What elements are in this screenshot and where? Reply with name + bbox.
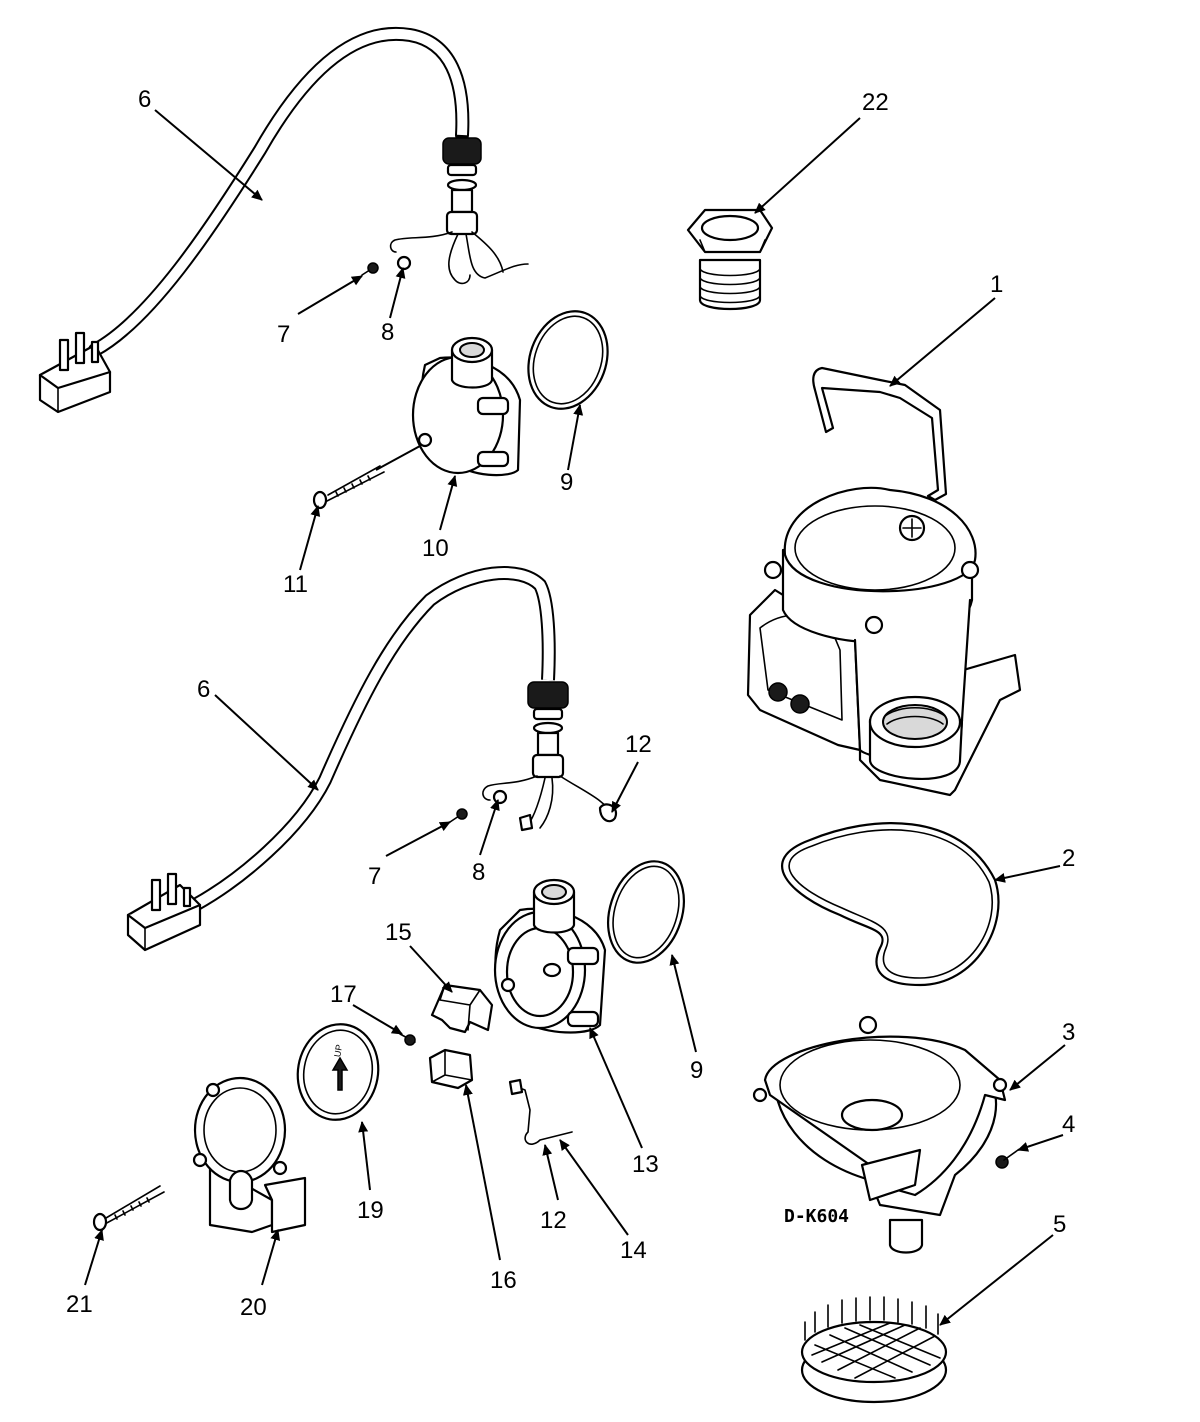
- callout-21: 21: [66, 1291, 93, 1318]
- screw-switch: [399, 1033, 416, 1046]
- intake-screen: [800, 1296, 948, 1404]
- handle: [812, 366, 948, 502]
- callout-9-lower: 9: [690, 1057, 703, 1084]
- screw-base: [995, 1149, 1019, 1169]
- o-ring-lower: [607, 860, 685, 964]
- callout-14: 14: [620, 1237, 647, 1264]
- base-volute: [752, 1015, 1008, 1254]
- callout-8-upper: 8: [381, 319, 394, 346]
- callout-22: 22: [862, 89, 889, 116]
- pump-motor-housing: [746, 486, 1022, 797]
- callout-17: 17: [330, 981, 357, 1008]
- screw-lower: [449, 808, 468, 823]
- switch-bracket: [430, 983, 494, 1034]
- diaphragm: UP: [296, 1023, 380, 1121]
- callout-1: 1: [990, 271, 1003, 298]
- leader-lines: [84, 109, 1066, 1326]
- gasket-large: [781, 822, 1000, 987]
- bushing-fitting: [686, 208, 774, 311]
- callout-6-lower: 6: [197, 676, 210, 703]
- long-screw-upper: [312, 465, 385, 510]
- callout-20: 20: [240, 1294, 267, 1321]
- o-ring-upper: [527, 310, 609, 410]
- callout-2: 2: [1062, 845, 1075, 872]
- callout-12-upper: 12: [625, 731, 652, 758]
- callout-7-lower: 7: [368, 863, 381, 890]
- lead-wire: [508, 1078, 573, 1145]
- callout-8-lower: 8: [472, 859, 485, 886]
- motor-cover-cap: [411, 336, 522, 477]
- callout-7-upper: 7: [277, 321, 290, 348]
- switch-cover: [192, 1076, 307, 1234]
- screw-upper: [361, 262, 379, 276]
- power-cord-lower: [126, 566, 618, 952]
- drawing-code: D-K604: [784, 1206, 849, 1227]
- callout-5: 5: [1053, 1211, 1066, 1238]
- callout-13: 13: [632, 1151, 659, 1178]
- callout-4: 4: [1062, 1111, 1075, 1138]
- callout-15: 15: [385, 919, 412, 946]
- callout-16: 16: [490, 1267, 517, 1294]
- callout-10: 10: [422, 535, 449, 562]
- micro-switch: [428, 1048, 474, 1090]
- callout-19: 19: [357, 1197, 384, 1224]
- callout-12-lower: 12: [540, 1207, 567, 1234]
- switch-housing: [493, 878, 607, 1034]
- callout-labels: 1 2 3 4 5 6 6 7 7 8 8 9 9 10 11 12 12 13…: [66, 86, 1075, 1321]
- long-screw-lower: [92, 1185, 165, 1232]
- power-cord-upper: [38, 26, 529, 414]
- callout-6-upper: 6: [138, 86, 151, 113]
- callout-9-upper: 9: [560, 469, 573, 496]
- up-label: UP: [332, 1044, 344, 1058]
- callout-11: 11: [283, 571, 308, 598]
- callout-3: 3: [1062, 1019, 1075, 1046]
